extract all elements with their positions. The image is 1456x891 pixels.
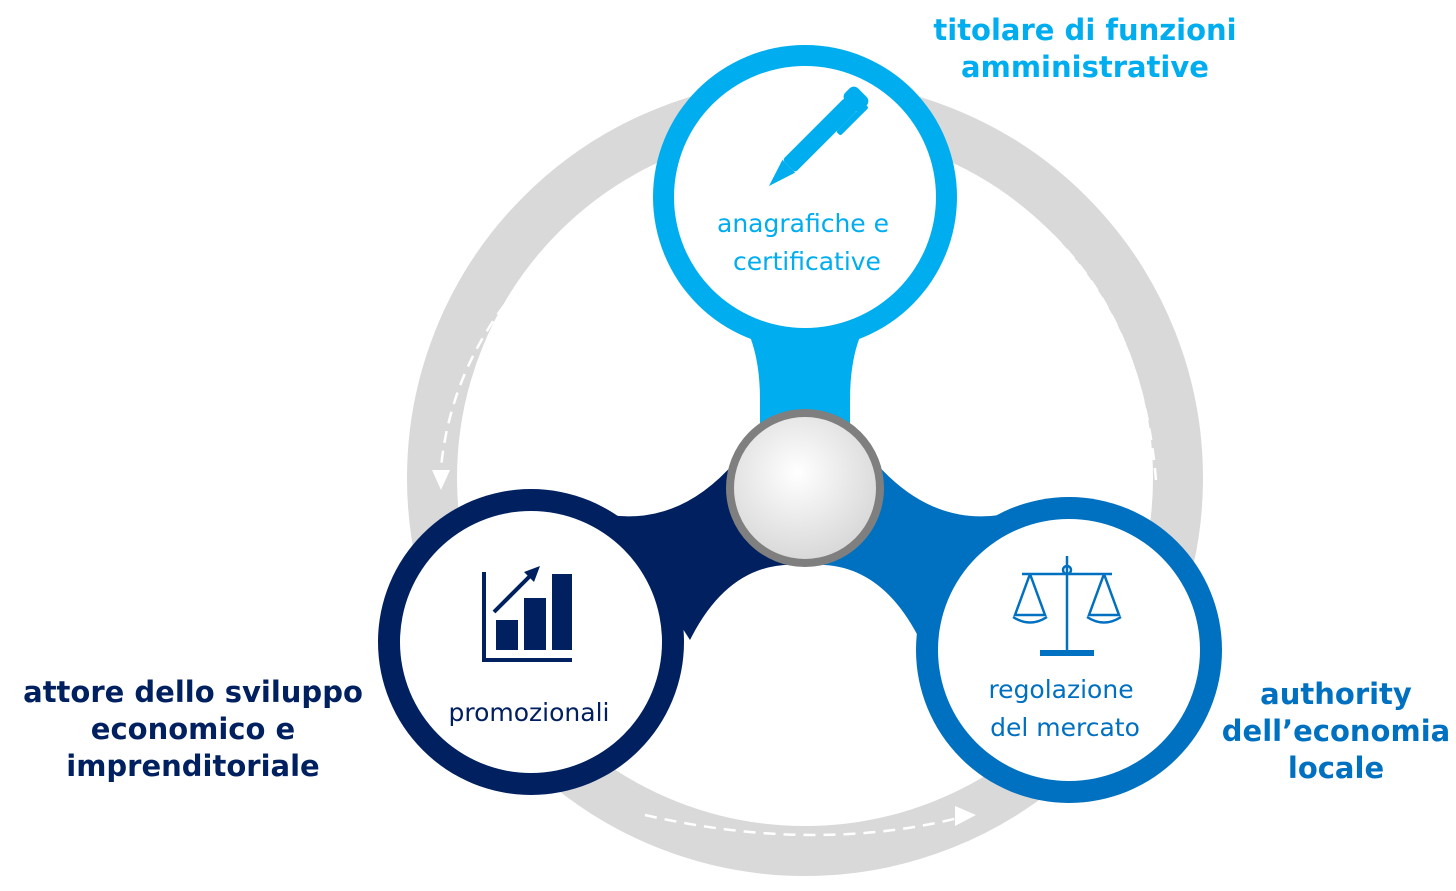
node-right-label: regolazione del mercato xyxy=(988,675,1141,742)
cycle-arrows xyxy=(438,198,1158,837)
scales-of-justice-icon xyxy=(1012,556,1122,656)
arrow-right-to-top xyxy=(1009,198,1158,481)
role-right-line-1: authority xyxy=(1260,677,1412,711)
arrow-left-to-right xyxy=(644,813,971,837)
role-label-top: titolare di funzioni amministrative xyxy=(905,12,1265,86)
arrow-head-right xyxy=(1000,194,1018,212)
role-right-line-3: locale xyxy=(1287,751,1385,785)
role-right-line-2: dell’economia xyxy=(1221,714,1451,748)
arrow-heads xyxy=(432,194,1018,826)
node-top-inner xyxy=(674,66,936,328)
arrow-head-left xyxy=(432,470,450,490)
pen-icon xyxy=(768,86,869,187)
role-left-line-3: imprenditoriale xyxy=(66,749,320,783)
role-left-line-1: attore dello sviluppo xyxy=(23,675,363,709)
arrow-head-bottom xyxy=(955,806,976,826)
role-top-line-1: titolare di funzioni xyxy=(933,13,1237,47)
node-left-label: promozionali xyxy=(449,698,610,727)
center-hub xyxy=(726,409,884,567)
node-top-label: anagrafiche e certificative xyxy=(717,209,897,276)
arrow-top-to-left xyxy=(438,206,606,481)
role-top-line-2: amministrative xyxy=(961,50,1209,84)
role-label-left: attore dello sviluppo economico e impren… xyxy=(8,674,378,785)
bar-chart-growth-icon xyxy=(482,566,572,662)
role-label-right: authority dell’economia locale xyxy=(1208,676,1456,787)
role-left-line-2: economico e xyxy=(90,712,296,746)
